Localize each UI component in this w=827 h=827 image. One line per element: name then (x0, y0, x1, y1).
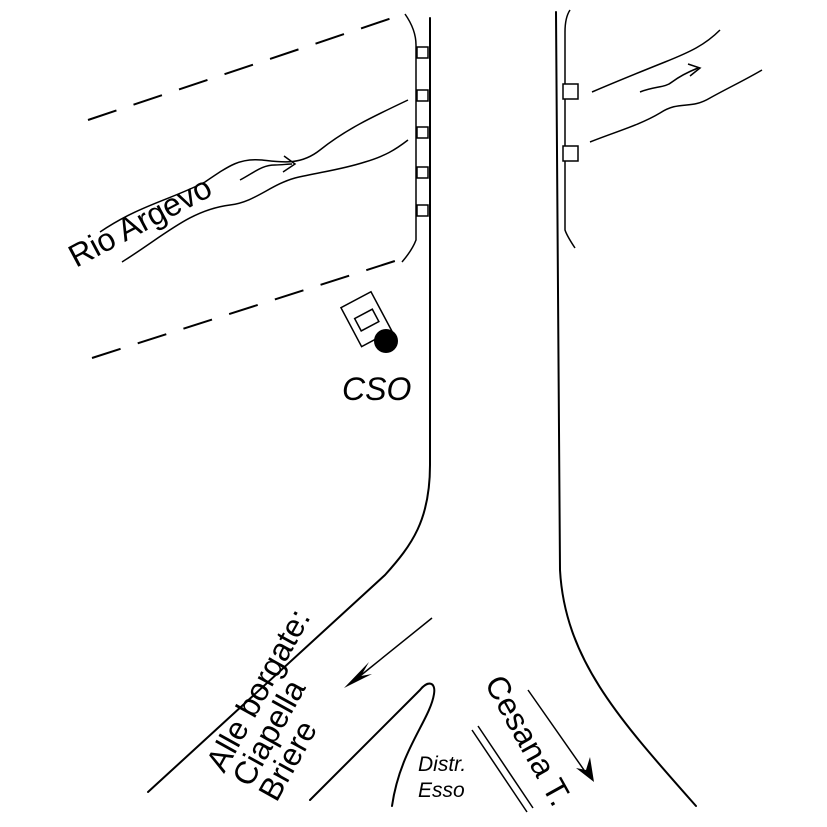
upper-dashed-boundary (87, 17, 393, 121)
direction-arrow-shaft-right (527, 689, 585, 771)
fence-post (416, 89, 429, 102)
road-median-island (309, 682, 436, 807)
left-bridge-parapet (401, 13, 417, 263)
river-flow-line-left (239, 163, 293, 181)
cso-site-marker-icon[interactable] (374, 329, 398, 353)
lower-dashed-boundary (91, 259, 399, 359)
left-road-destination-label: Alle borgate: Ciapella Briere (199, 603, 324, 807)
fuel-station-line-outer (471, 729, 528, 813)
river-flow-arrow-right-icon (687, 63, 702, 77)
fuel-station-label-line: Distr. (418, 753, 466, 776)
river-flow-line-right (639, 67, 699, 93)
river-bank-upper-left (99, 99, 409, 233)
direction-arrow-head-right-icon (576, 757, 594, 782)
fence-post (416, 166, 429, 179)
fuel-station-label-line: Esso (418, 779, 465, 802)
direction-arrow-shaft-left (359, 617, 433, 677)
fence-post (562, 145, 579, 162)
cso-label: CSO (342, 371, 411, 407)
river-bank-lower-right (589, 69, 763, 143)
fence-post (416, 204, 429, 217)
direction-arrow-head-left-icon (344, 662, 372, 688)
river-bank-upper-right (591, 29, 721, 93)
fuel-station-line-inner (477, 725, 534, 809)
fence-post (562, 83, 579, 100)
road-left-edge (147, 17, 431, 793)
river-label: Rio Argevo (62, 169, 217, 274)
road-right-edge (555, 11, 697, 807)
right-bridge-parapet (564, 9, 576, 249)
fence-post (416, 126, 429, 139)
fence-post (416, 46, 429, 59)
river-bank-lower-left (121, 139, 409, 263)
river-flow-arrow-left-icon (282, 155, 297, 173)
fuel-station-label: Distr. Esso (418, 753, 466, 802)
